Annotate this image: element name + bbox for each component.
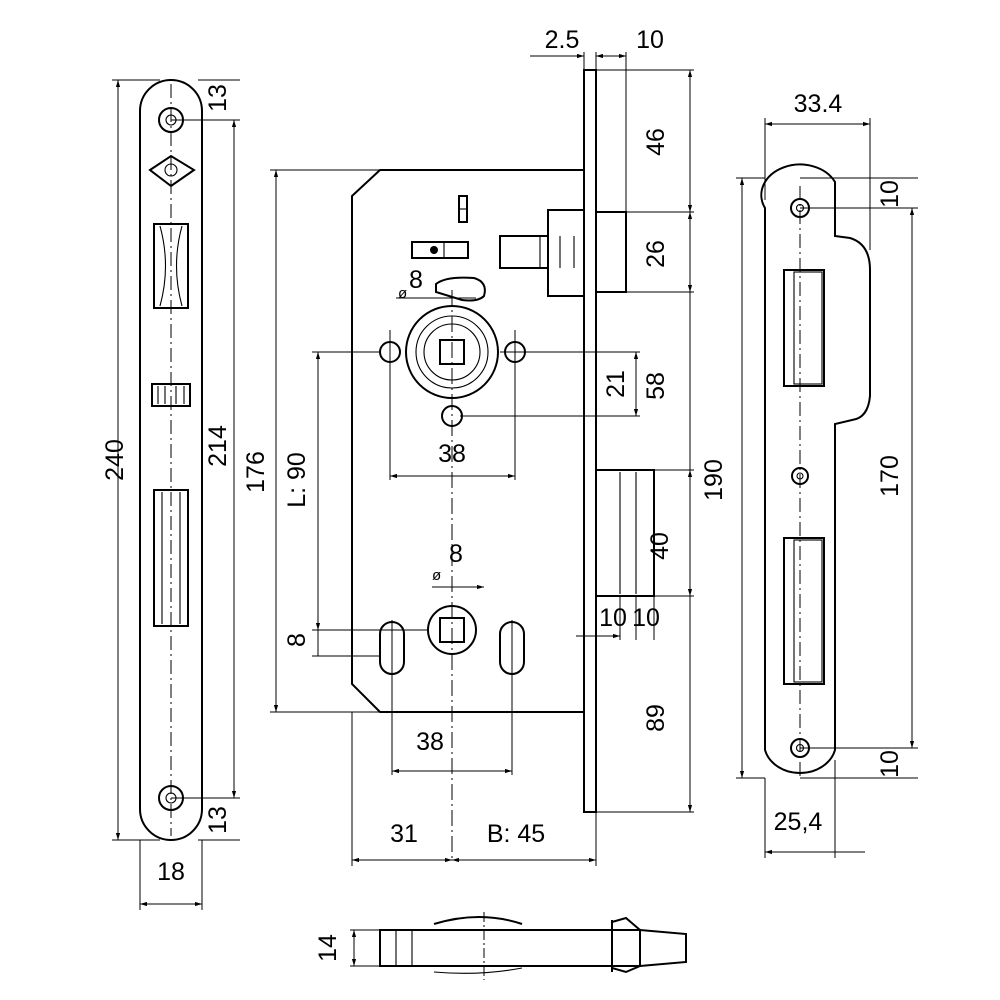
strike-plate-outline (760, 163, 871, 774)
dim-strike-top-screw: 10 (876, 180, 904, 208)
strike-plate-view: 33.4 10 170 10 25,4 (736, 90, 918, 858)
faceplate-outline (139, 79, 203, 841)
spring-slide (411, 241, 469, 259)
dim-cyl-dia-sym: ø (432, 567, 441, 584)
latch-bolt (595, 469, 655, 597)
dim-latch-w2: 10 (632, 604, 660, 632)
dim-follower-dia: 8 (409, 266, 423, 294)
dim-deadbolt-height: 26 (642, 240, 670, 268)
dim-latch-height: 40 (646, 532, 674, 560)
lock-front-plate (583, 69, 597, 813)
logo-diamond-icon (148, 154, 196, 188)
dim-total-height: 190 (700, 459, 728, 501)
dim-strike-bottom-screw: 10 (876, 750, 904, 778)
lock-body-view: 2.5 10 46 26 21 58 190 40 10 10 89 (242, 26, 728, 866)
dim-strike-width-bottom: 25,4 (774, 808, 823, 836)
strike-middle-screw (791, 467, 809, 485)
side-view: 14 (314, 912, 687, 980)
dim-edge-offset: 31 (390, 820, 418, 848)
dim-follower-dia-sym: ø (398, 285, 407, 302)
faceplate-view: 240 214 13 13 18 (101, 79, 240, 910)
dim-top-thickness-a: 2.5 (545, 26, 580, 54)
dim-bolt-thickness: 14 (314, 934, 342, 962)
strike-bolt-opening (783, 537, 825, 685)
dim-follower-pos: 58 (642, 372, 670, 400)
dim-rose-spacing: 38 (438, 440, 466, 468)
dim-follower-offset: 21 (602, 370, 630, 398)
dim-deadbolt-offset: 46 (642, 128, 670, 156)
dim-bottom-offset: 89 (642, 704, 670, 732)
dim-strike-width-top: 33.4 (794, 90, 843, 118)
faceplate-latch-opening (153, 223, 189, 309)
dim-faceplate-top-screw: 13 (204, 84, 232, 112)
deadbolt-housing (547, 209, 585, 297)
dim-body-height: 176 (242, 451, 270, 493)
dim-top-thickness-b: 10 (636, 26, 664, 54)
latch-tail (435, 276, 486, 302)
deadbolt (595, 211, 627, 293)
dim-lever-distance: L: 90 (283, 452, 311, 508)
dim-faceplate-width: 18 (157, 858, 185, 886)
dim-faceplate-height: 240 (101, 439, 129, 481)
dim-keyhole-spacing: 38 (416, 728, 444, 756)
dim-strike-height: 170 (876, 455, 904, 497)
dim-faceplate-bottom-screw: 13 (204, 806, 232, 834)
faceplate-marking-icon (151, 383, 191, 407)
dim-backset: B: 45 (487, 820, 545, 848)
dim-latch-w1: 10 (599, 604, 627, 632)
strike-latch-opening (783, 269, 825, 387)
dim-keyhole-offset: 8 (283, 633, 311, 647)
dim-cyl-dia: 8 (449, 540, 463, 568)
dim-faceplate-inner: 214 (204, 425, 232, 467)
faceplate-bolt-opening (153, 489, 189, 627)
